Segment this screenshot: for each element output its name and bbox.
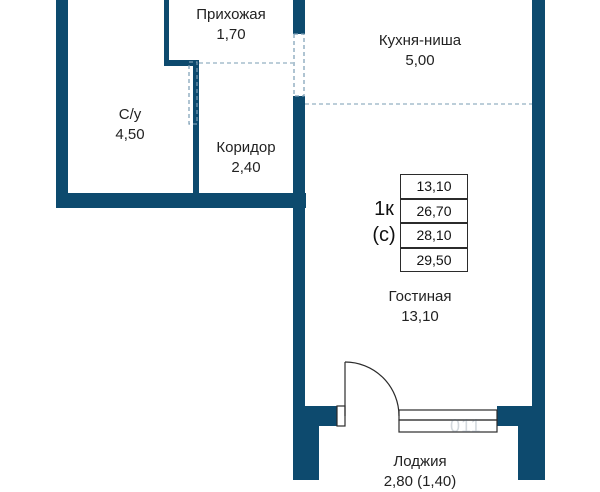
room-corridor: Коридор 2,40 (200, 138, 292, 178)
door-swing-arc (344, 361, 400, 417)
room-kitchen-name: Кухня-ниша (378, 32, 462, 49)
opening-bathroom (188, 61, 198, 125)
wall-loggia-right (518, 406, 532, 480)
area-total-no-loggia: 26,70 (400, 198, 468, 223)
area-total-reduced: 28,10 (400, 223, 468, 248)
wall-left-top (56, 0, 68, 208)
room-bathroom-area: 4,50 (115, 126, 145, 143)
wall-hallway-bottom (164, 60, 199, 66)
room-living: Гостиная 13,10 (350, 287, 490, 327)
wall-corridor-right (293, 96, 305, 208)
zone-dividers (199, 62, 532, 105)
balcony-door (336, 361, 498, 433)
wall-living-left (293, 200, 305, 480)
window-sill (398, 409, 498, 421)
wall-loggia-left (305, 406, 319, 480)
room-bathroom-name: С/у (118, 106, 142, 123)
wall-hallway-right-top (293, 0, 305, 34)
room-bathroom: С/у 4,50 (90, 105, 170, 145)
opening-corridor-kitchen (293, 33, 305, 97)
room-corridor-name: Коридор (216, 139, 276, 156)
wall-right (532, 0, 545, 480)
room-loggia: Лоджия 2,80 (1,40) (350, 452, 490, 492)
room-living-name: Гостиная (388, 288, 452, 305)
room-loggia-name: Лоджия (393, 453, 447, 470)
area-living: 13,10 (400, 174, 468, 199)
door-openings (188, 33, 305, 125)
room-loggia-area: 2,80 (1,40) (383, 473, 457, 490)
area-summary-table: 1к (с) 13,10 26,70 28,10 29,50 (368, 174, 468, 272)
window-sill-inner (398, 419, 498, 433)
room-kitchen: Кухня-ниша 5,00 (340, 31, 500, 71)
apartment-type-studio: (с) (372, 224, 396, 246)
floor-plan (56, 0, 545, 480)
room-corridor-area: 2,40 (231, 159, 261, 176)
apartment-type: 1к (с) (368, 174, 400, 272)
walls (56, 0, 545, 480)
door-frame-left (336, 405, 346, 427)
wall-bathroom-corridor (193, 60, 199, 194)
wall-hallway-left (164, 0, 169, 64)
room-kitchen-area: 5,00 (405, 52, 435, 69)
room-hallway-area: 1,70 (216, 26, 246, 43)
room-hallway: Прихожая 1,70 (170, 5, 292, 45)
area-total: 29,50 (400, 247, 468, 272)
wall-bathroom-bottom (56, 193, 306, 208)
watermark: 011 (450, 416, 482, 436)
room-living-area: 13,10 (401, 308, 439, 325)
apartment-type-rooms: 1к (374, 198, 394, 220)
room-hallway-name: Прихожая (196, 6, 266, 23)
